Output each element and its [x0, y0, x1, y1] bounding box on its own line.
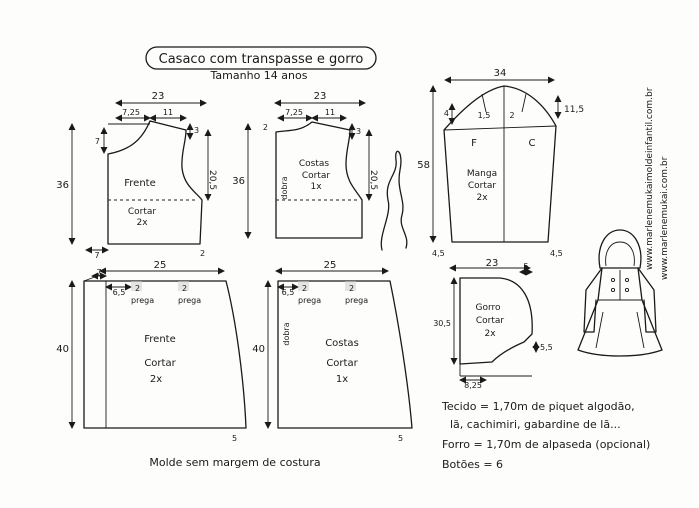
back-width-label: 23: [314, 91, 327, 102]
front-skirt-pleat-1-width: 2: [135, 284, 140, 293]
hood-length-label: 30,5: [433, 319, 451, 328]
back-skirt-qty-label: 1x: [336, 374, 348, 385]
sleeve-length-label: 58: [417, 160, 430, 171]
back-skirt-pleat-1-width: 2: [302, 284, 307, 293]
front-cut-label: Cortar: [128, 207, 157, 217]
sleeve-back-cap-label: 2: [509, 111, 514, 120]
back-skirt-length-label: 40: [252, 344, 265, 355]
front-width-label: 23: [152, 91, 165, 102]
back-skirt-outline: [277, 280, 413, 429]
front-skirt-pleat-2-width: 2: [182, 284, 187, 293]
front-length-label: 36: [56, 180, 69, 191]
hood-cut-label: Cortar: [476, 316, 505, 326]
back-armhole-label: 20,5: [368, 170, 378, 190]
front-skirt-overlap-label: 7: [96, 268, 101, 277]
back-skirt-name-label: Costas: [325, 338, 359, 349]
front-shoulder-label: 11: [163, 108, 173, 117]
back-skirt-pleat-1-label: prega: [298, 296, 321, 305]
front-qty-label: 2x: [136, 218, 148, 228]
sleeve-right-hem-label: 4,5: [550, 249, 563, 258]
back-shoulder-label: 11: [325, 108, 335, 117]
sleeve-name-label: Manga: [467, 169, 497, 179]
title-oval: [145, 46, 377, 70]
front-skirt-outline: [83, 280, 247, 429]
back-skirt-width-label: 25: [324, 260, 337, 271]
back-fold-label: dobra: [280, 176, 289, 199]
hood-brim-label: 5: [523, 262, 528, 271]
front-skirt-width-label: 25: [154, 260, 167, 271]
sleeve-front-cap-label: 1,5: [478, 111, 491, 120]
back-cut-label: Cortar: [302, 171, 331, 181]
sleeve-left-hem-label: 4,5: [432, 249, 445, 258]
hood-drop-label: 5,5: [540, 343, 553, 352]
piece-front-bodice: 23 7,25 11 7 3 20,5 36 7 2 Frente Cortar…: [56, 91, 217, 260]
front-skirt-name-label: Frente: [144, 334, 175, 345]
back-skirt-cut-label: Cortar: [326, 358, 358, 369]
back-skirt-pleat-2-width: 2: [349, 284, 354, 293]
hood-qty-label: 2x: [484, 329, 496, 339]
piece-hood: 23 5 8,25 30,5 5,5 Gorro Cortar 2x: [433, 258, 553, 390]
back-skirt-pleat-start-label: 6,5: [282, 288, 295, 297]
website-credit-1: www.marlenemukaimoldeinfantil.com.br: [645, 87, 655, 270]
front-overlap-label: 7: [94, 251, 99, 260]
front-bodice-outline: [107, 120, 203, 245]
coat-illustration: [577, 229, 663, 357]
back-skirt-pleat-2-label: prega: [345, 296, 368, 305]
title-block: Casaco com transpasse e gorro Tamanho 14…: [145, 46, 377, 82]
website-credit-2: www.marlenemukai.com.br: [660, 156, 670, 280]
sleeve-front-height-label: 4: [444, 109, 449, 118]
buttons-line: Botões = 6: [442, 458, 503, 471]
front-neck-width-label: 7,25: [122, 108, 140, 117]
front-skirt-pleat-start-label: 6,5: [113, 288, 126, 297]
piece-back-bodice: 23 7,25 11 2 3 20,5 36 dobra Costas Cort…: [232, 91, 378, 239]
hood-neck-label: 8,25: [464, 381, 482, 390]
hood-width-label: 23: [486, 258, 499, 269]
back-length-label: 36: [232, 176, 245, 187]
footer-note: Molde sem margem de costura: [149, 456, 320, 469]
sleeve-back-height-label: 11,5: [564, 105, 584, 115]
back-skirt-fold-label: dobra: [282, 322, 291, 345]
front-skirt-length-label: 40: [56, 344, 69, 355]
sleeve-width-label: 34: [494, 68, 507, 79]
signature: [380, 150, 408, 251]
front-skirt-cut-label: Cortar: [144, 358, 176, 369]
front-shoulder-drop-label: 3: [194, 126, 199, 135]
front-armhole-label: 20,5: [207, 170, 217, 190]
sleeve-qty-label: 2x: [476, 193, 488, 203]
piece-front-skirt: 25 7 6,5 2 prega 2 prega 40 Frente Corta…: [56, 260, 247, 443]
sleeve-cut-label: Cortar: [468, 181, 497, 191]
front-hem-label: 2: [200, 249, 205, 258]
back-bodice-outline: [275, 121, 363, 239]
back-neck-depth-label: 2: [263, 123, 268, 132]
piece-sleeve: 34 1,5 2 4 11,5 58 F C Manga Cortar 2x 4…: [417, 68, 584, 258]
piece-back-skirt: 25 6,5 2 prega 2 prega 40 dobra Costas C…: [252, 260, 413, 443]
sleeve-back-letter: C: [529, 138, 536, 149]
front-skirt-pleat-1-label: prega: [131, 296, 154, 305]
front-skirt-hem-label: 5: [232, 434, 237, 443]
fabric-line-1: Tecido = 1,70m de piquet algodão,: [441, 400, 635, 413]
front-skirt-qty-label: 2x: [150, 374, 162, 385]
back-qty-label: 1x: [310, 182, 322, 192]
back-name-label: Costas: [299, 159, 330, 169]
hood-name-label: Gorro: [475, 303, 501, 313]
back-skirt-hem-label: 5: [398, 434, 403, 443]
materials-notes: Tecido = 1,70m de piquet algodão, lã, ca…: [441, 400, 650, 471]
back-neck-width-label: 7,25: [285, 108, 303, 117]
lining-line: Forro = 1,70m de alpaseda (opcional): [442, 438, 650, 451]
title: Casaco com transpasse e gorro: [159, 52, 364, 67]
sleeve-front-letter: F: [471, 138, 477, 149]
sleeve-outline: [443, 85, 557, 243]
front-name-label: Frente: [124, 178, 155, 189]
back-shoulder-drop-label: 3: [356, 127, 361, 136]
fabric-line-2: lã, cachimiri, gabardine de lã...: [450, 418, 621, 431]
size-label: Tamanho 14 anos: [210, 69, 308, 82]
front-skirt-pleat-2-label: prega: [178, 296, 201, 305]
front-neck-depth-label: 7: [95, 137, 100, 146]
hood-outline: [459, 277, 533, 365]
